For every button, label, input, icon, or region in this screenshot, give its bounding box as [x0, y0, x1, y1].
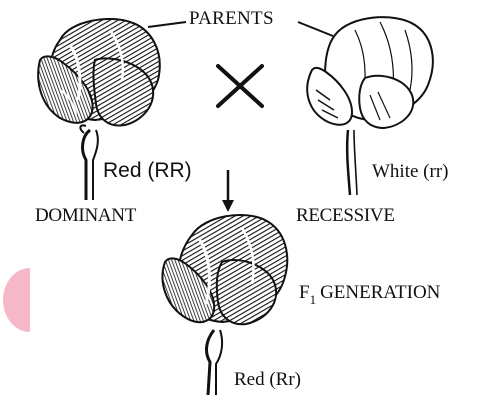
watermark-shape	[3, 268, 30, 332]
dominant-label: DOMINANT	[35, 206, 136, 225]
parents-label: PARENTS	[189, 9, 274, 28]
red-parent-genotype-label: Red (RR)	[103, 160, 192, 181]
offspring-genotype-label: Red (Rr)	[234, 370, 301, 389]
down-arrow-icon	[222, 170, 234, 212]
recessive-label: RECESSIVE	[296, 206, 395, 225]
cross-sign-icon	[218, 66, 262, 106]
f1-prefix: F	[299, 282, 310, 303]
f1-subscript: 1	[310, 292, 317, 307]
parents-pointer-right	[298, 22, 333, 36]
parents-pointer-left	[148, 22, 186, 27]
f1-red-flower-icon	[163, 215, 288, 395]
white-parent-genotype-label: White (rr)	[372, 162, 448, 181]
f1-suffix: GENERATION	[320, 282, 440, 303]
